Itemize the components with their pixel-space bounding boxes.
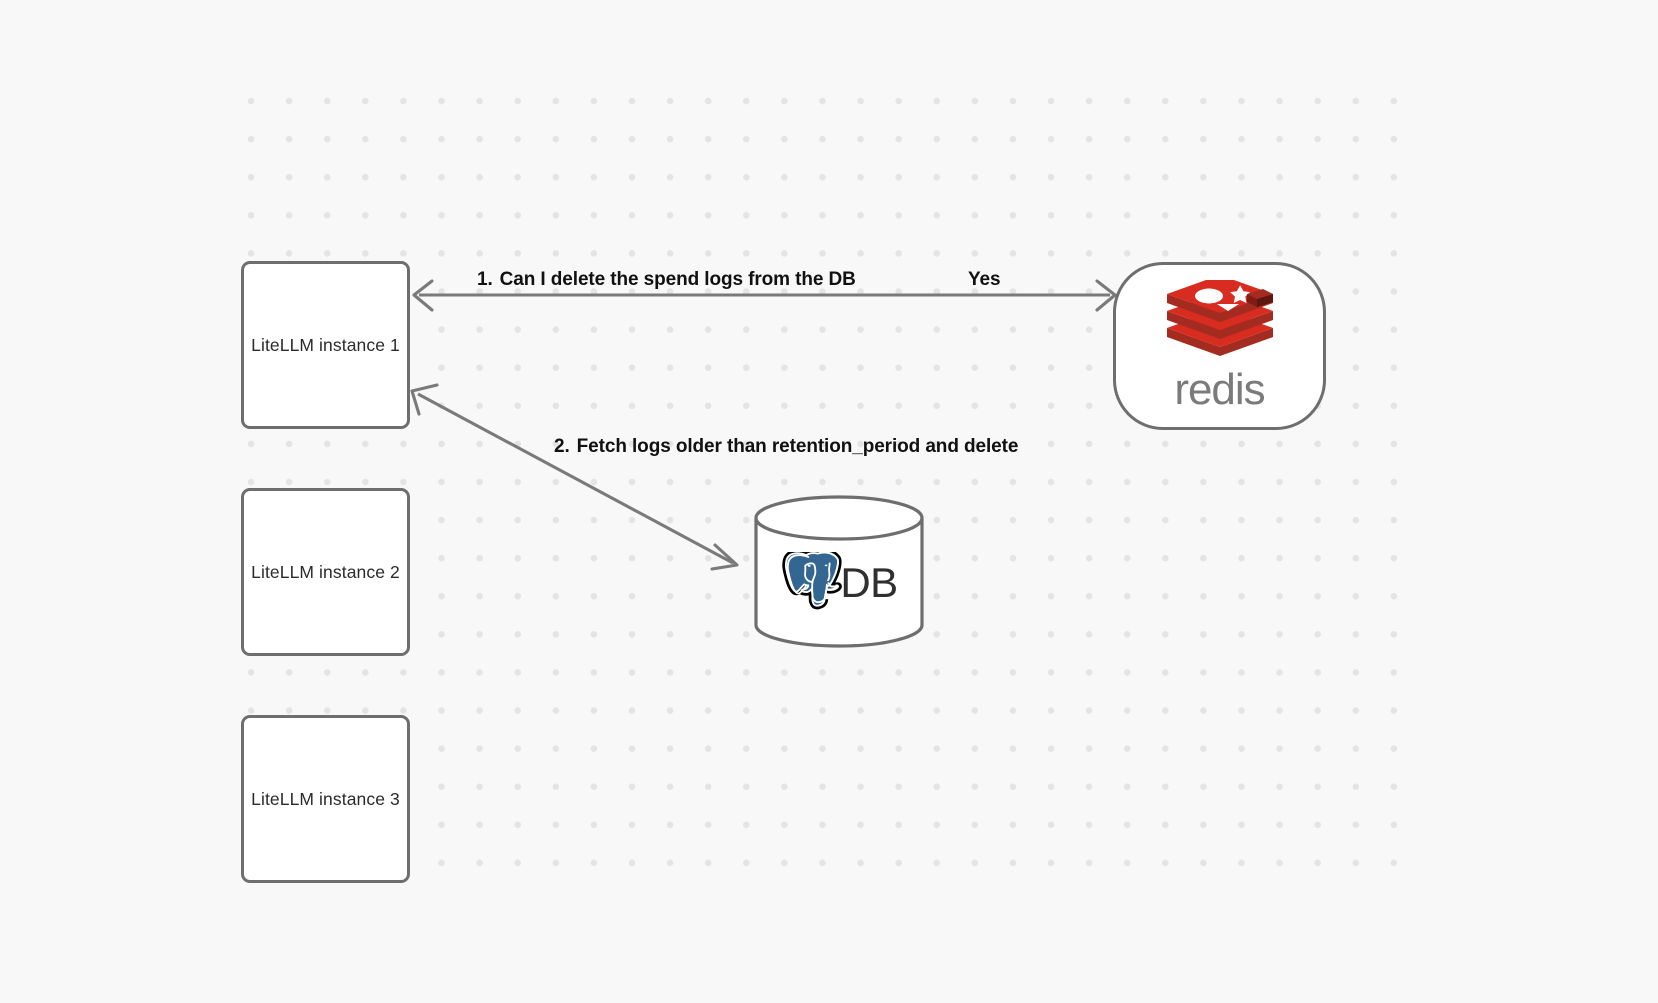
edge-label-1: 1. Can I delete the spend logs from the D…: [477, 269, 856, 291]
node-litellm-instance-3[interactable]: LiteLLM instance 3: [241, 715, 410, 883]
postgresql-elephant-icon: [782, 551, 843, 609]
postgres-db-label: DB: [840, 558, 898, 606]
node-litellm-instance-1-label: LiteLLM instance 1: [251, 334, 400, 355]
edge-1-step: 1.: [477, 269, 493, 290]
redis-wordmark: redis: [1174, 365, 1265, 414]
edge-label-2: 2. Fetch logs older than retention_period…: [554, 436, 1018, 458]
node-litellm-instance-2-label: LiteLLM instance 2: [251, 561, 400, 582]
redis-logo-icon: [1166, 280, 1273, 356]
node-postgres-db[interactable]: DB: [753, 494, 925, 649]
postgres-logo-group: DB: [780, 551, 898, 614]
node-litellm-instance-1[interactable]: LiteLLM instance 1: [241, 261, 410, 429]
arrowhead-upperleft-edge2: [410, 383, 439, 416]
arrowhead-lowerright-edge2: [710, 543, 739, 571]
edge-1-text: Can I delete the spend logs from the DB: [499, 269, 856, 290]
arrowhead-left-edge1: [412, 279, 434, 312]
node-redis[interactable]: redis: [1113, 262, 1326, 430]
node-litellm-instance-3-label: LiteLLM instance 3: [251, 788, 400, 809]
edge-2-step: 2.: [554, 436, 570, 457]
redis-logo-group: redis: [1145, 280, 1295, 412]
edge-label-1-reply: Yes: [968, 269, 1001, 290]
node-litellm-instance-2[interactable]: LiteLLM instance 2: [241, 488, 410, 656]
edge-2-text: Fetch logs older than retention_period a…: [576, 436, 1019, 457]
edge-litellm1-postgres: [410, 383, 739, 571]
